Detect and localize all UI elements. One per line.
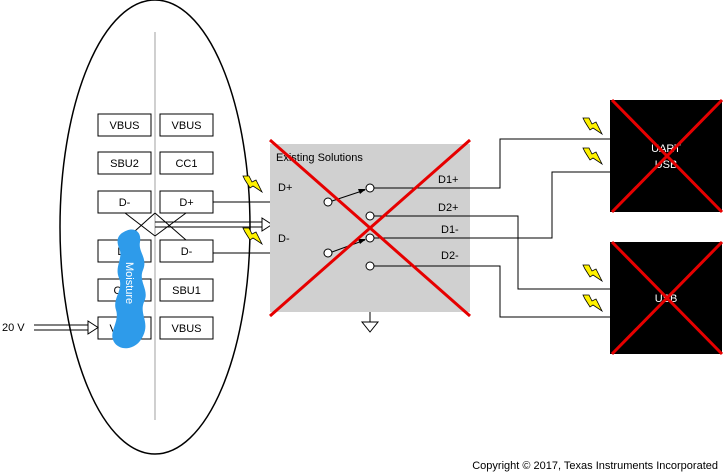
voltage-arrow xyxy=(34,320,99,335)
pin-right-5 xyxy=(159,278,214,302)
cross-block2-b xyxy=(610,240,724,356)
moisture-label: Moisture xyxy=(123,262,135,304)
pin-left-2-label: SBU2 xyxy=(110,158,139,170)
pin-right-3-label: D+ xyxy=(179,197,193,209)
voltage-label: 20 V xyxy=(2,322,25,334)
switch-out-d1plus: D1+ xyxy=(438,174,459,186)
switch-out-d2minus: D2- xyxy=(441,250,459,262)
pin-left-1-label: VBUS xyxy=(110,120,140,132)
cross-switch-b xyxy=(269,138,471,318)
pin-right-4-label: D- xyxy=(181,246,193,258)
pin-right-2-label: CC1 xyxy=(175,158,197,170)
hollow-arrow xyxy=(155,217,273,232)
switch-in-minus-label: D- xyxy=(278,233,290,245)
spark-icon-block1-b xyxy=(582,147,603,165)
pin-right-2 xyxy=(159,151,214,175)
switch-box-title: Existing Solutions xyxy=(276,152,363,164)
spark-icon-block1-a xyxy=(582,117,603,135)
ground-icon xyxy=(360,312,380,333)
pin-right-1 xyxy=(159,113,214,137)
pin-right-5-label: SBU1 xyxy=(172,285,201,297)
pin-right-6-label: VBUS xyxy=(172,323,202,335)
switch-out-d2plus: D2+ xyxy=(438,202,459,214)
spark-icon-block2-a xyxy=(582,264,603,282)
pin-left-3-label: D- xyxy=(119,197,131,209)
pin-left-1 xyxy=(97,113,152,137)
copyright-text: Copyright © 2017, Texas Instruments Inco… xyxy=(472,460,718,472)
pin-left-3 xyxy=(97,190,152,214)
cross-block1-b xyxy=(610,98,724,214)
pin-left-2 xyxy=(97,151,152,175)
pin-right-4 xyxy=(159,239,214,263)
routing-wires xyxy=(470,138,610,318)
switch-out-d1minus: D1- xyxy=(441,224,459,236)
moisture-blob xyxy=(112,229,146,349)
right-pin-column: VBUS CC1 D+ D- SBU1 VBUS xyxy=(159,113,214,340)
pin-right-6 xyxy=(159,316,214,340)
pin-right-1-label: VBUS xyxy=(172,120,202,132)
spark-icon-block2-b xyxy=(582,294,603,312)
switch-in-plus-label: D+ xyxy=(278,182,292,194)
